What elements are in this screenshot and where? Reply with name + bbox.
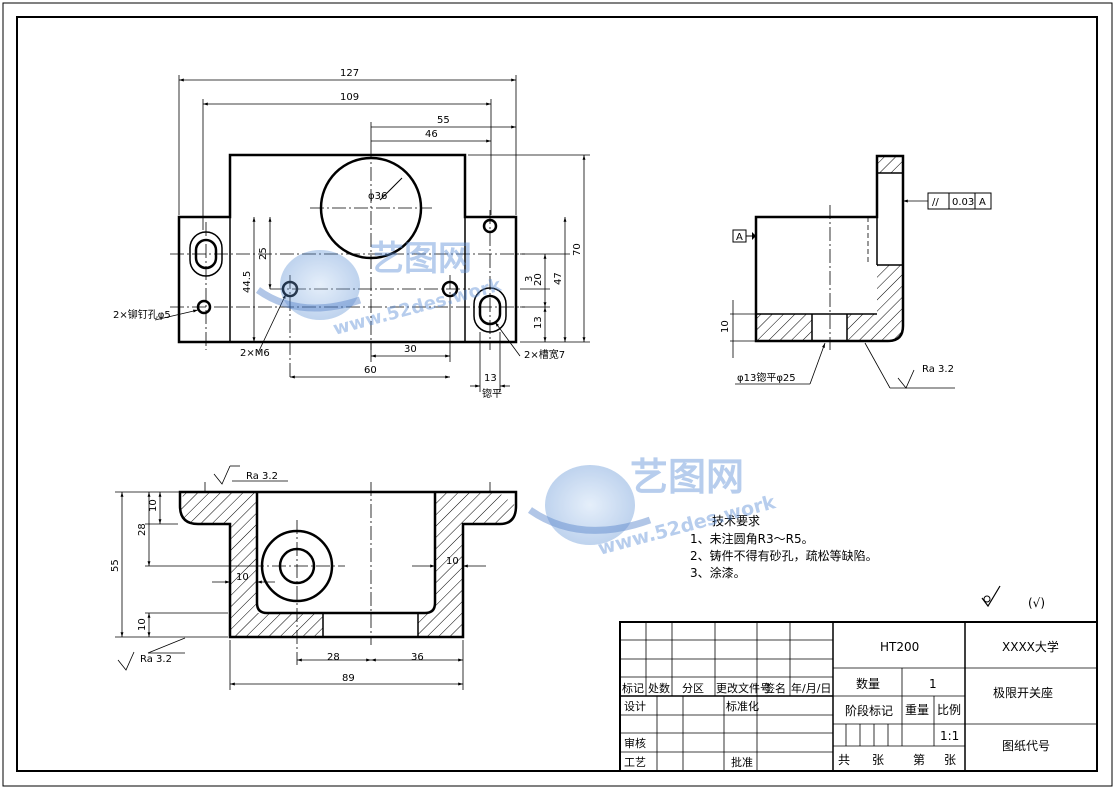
quantity-label: 数量 bbox=[856, 676, 880, 691]
slot-note: 2×槽宽7 bbox=[524, 348, 565, 361]
watermark-logo-1: 艺图网 bbox=[370, 239, 472, 279]
dim-127: 127 bbox=[340, 68, 359, 79]
rivet-hole-note: 2×铆钉孔φ5 bbox=[113, 308, 171, 321]
side-roughness: Ra 3.2 bbox=[922, 364, 954, 375]
gdt-value: 0.03 bbox=[952, 197, 974, 208]
label-design: 设计 bbox=[624, 700, 646, 713]
dim-20: 20 bbox=[533, 273, 544, 286]
section-dim-89: 89 bbox=[342, 673, 355, 684]
weight-label: 重量 bbox=[905, 703, 929, 717]
section-view: 55 28 10 10 10 10 28 36 89 Ra 3.2 Ra 3.2 bbox=[110, 465, 518, 690]
spot-face-label: 锪平 bbox=[482, 387, 502, 400]
section-dim-28-vertical: 28 bbox=[137, 523, 148, 536]
dim-13-vertical: 13 bbox=[533, 316, 544, 329]
title-block: HT200 XXXX大学 极限开关座 图纸代号 数量 1 阶段标记 重量 比例 … bbox=[619, 621, 1098, 772]
dim-30: 30 bbox=[404, 344, 417, 355]
university: XXXX大学 bbox=[1002, 639, 1059, 654]
dim-70: 70 bbox=[572, 243, 583, 256]
section-dim-36: 36 bbox=[411, 652, 424, 663]
label-count: 处数 bbox=[648, 682, 670, 695]
sheet-unit-2: 张 bbox=[944, 753, 956, 767]
material: HT200 bbox=[880, 640, 919, 654]
total-label: 共 bbox=[838, 753, 850, 767]
surface-finish-symbol: (√) bbox=[981, 585, 1045, 610]
label-review: 审核 bbox=[624, 736, 646, 750]
dim-109: 109 bbox=[340, 92, 359, 103]
dim-13-horizontal: 13 bbox=[484, 373, 497, 384]
front-view: 127 109 55 46 φ36 70 47 25 44.5 20 3 13 … bbox=[113, 68, 590, 400]
bore-label: φ36 bbox=[368, 191, 387, 202]
sheet-unit-1: 张 bbox=[872, 753, 884, 767]
label-mark: 标记 bbox=[622, 681, 644, 695]
quantity-value: 1 bbox=[929, 677, 937, 691]
dim-60: 60 bbox=[364, 365, 377, 376]
watermark-1: 艺图网 www.52des.work bbox=[255, 239, 504, 340]
stage-label: 阶段标记 bbox=[845, 703, 893, 718]
side-view: A // 0.03 A 10 φ13锪平φ25 Ra 3.2 bbox=[720, 154, 992, 389]
dim-46: 46 bbox=[425, 129, 438, 140]
dim-47: 47 bbox=[553, 272, 564, 285]
label-change-doc: 更改文件号 bbox=[716, 681, 771, 695]
drawing-no-label: 图纸代号 bbox=[1002, 739, 1050, 753]
section-roughness-top: Ra 3.2 bbox=[246, 471, 278, 482]
label-zone: 分区 bbox=[682, 682, 704, 695]
label-process: 工艺 bbox=[624, 756, 646, 769]
tech-requirements: 技术要求 1、未注圆角R3～R5。 2、铸件不得有砂孔，疏松等缺陷。 3、涂漆。 bbox=[690, 514, 878, 580]
counterbore-note: φ13锪平φ25 bbox=[737, 371, 796, 384]
dim-3: 3 bbox=[524, 276, 535, 282]
section-dim-55: 55 bbox=[110, 559, 121, 572]
datum-label: A bbox=[736, 232, 743, 243]
tech-title: 技术要求 bbox=[712, 514, 760, 528]
gdt-symbol: // bbox=[932, 197, 939, 208]
dim-25: 25 bbox=[258, 247, 269, 260]
inner-border bbox=[16, 16, 1098, 772]
surface-general-symbol: (√) bbox=[1028, 596, 1045, 610]
scale-label: 比例 bbox=[937, 703, 961, 717]
tech-item-2: 2、铸件不得有砂孔，疏松等缺陷。 bbox=[690, 548, 878, 563]
label-date: 年/月/日 bbox=[791, 681, 831, 695]
label-approve: 批准 bbox=[731, 755, 753, 769]
section-dim-10-top: 10 bbox=[148, 499, 159, 512]
section-roughness-bottom: Ra 3.2 bbox=[140, 654, 172, 665]
section-dim-28-horizontal: 28 bbox=[327, 652, 340, 663]
scale-value: 1:1 bbox=[940, 729, 959, 743]
tech-item-3: 3、涂漆。 bbox=[690, 565, 746, 580]
dim-55: 55 bbox=[437, 115, 450, 126]
part-name: 极限开关座 bbox=[993, 685, 1053, 700]
label-standard: 标准化 bbox=[726, 699, 759, 713]
label-sign: 签名 bbox=[764, 681, 786, 695]
section-dim-10-bottom: 10 bbox=[137, 618, 148, 631]
section-dim-10-left-wall: 10 bbox=[236, 572, 249, 583]
tapped-hole-note: 2×M6 bbox=[240, 348, 270, 359]
dim-44-5: 44.5 bbox=[242, 271, 253, 293]
gdt-datum: A bbox=[979, 197, 986, 208]
watermark-logo-2: 艺图网 bbox=[630, 455, 744, 499]
tech-item-1: 1、未注圆角R3～R5。 bbox=[690, 531, 814, 546]
page-label: 第 bbox=[913, 753, 925, 767]
section-dim-10-right-wall: 10 bbox=[446, 556, 459, 567]
side-dim-10: 10 bbox=[720, 320, 731, 333]
